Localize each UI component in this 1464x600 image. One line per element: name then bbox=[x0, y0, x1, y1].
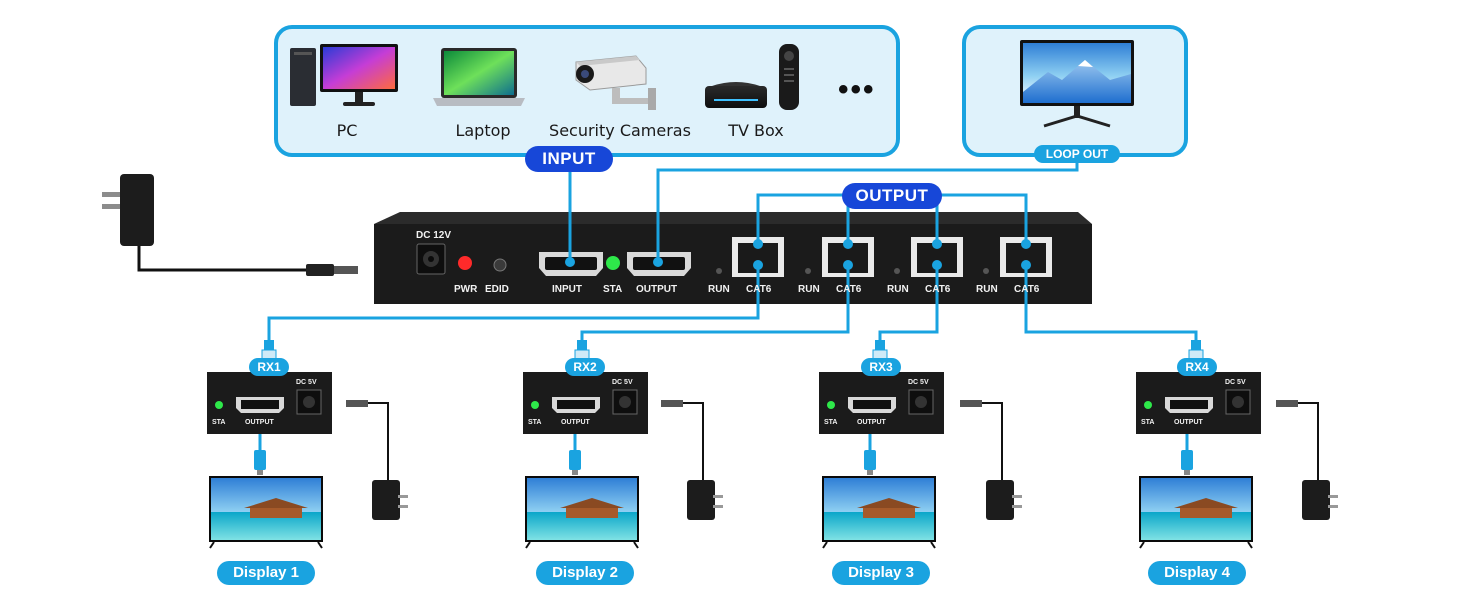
rx-dc-label: DC 5V bbox=[908, 379, 929, 386]
receiver-device bbox=[523, 372, 648, 434]
cat6-label: CAT6 bbox=[925, 284, 951, 295]
display-3-badge: Display 3 bbox=[832, 561, 930, 585]
run-label: RUN bbox=[976, 284, 998, 295]
run-label: RUN bbox=[798, 284, 820, 295]
dc-adapter-icon bbox=[346, 400, 408, 520]
rx-sta-label: STA bbox=[824, 419, 838, 426]
power-adapter-icon bbox=[102, 174, 358, 276]
cat6-label: CAT6 bbox=[1014, 284, 1040, 295]
rx2-badge: RX2 bbox=[565, 358, 605, 376]
hdmi-input-label: INPUT bbox=[552, 284, 582, 295]
rj45-plug-icon bbox=[261, 340, 1204, 361]
rx-sta-label: STA bbox=[212, 419, 226, 426]
dc-adapter-icon bbox=[960, 400, 1022, 520]
rx1-badge: RX1 bbox=[249, 358, 289, 376]
display-2-badge: Display 2 bbox=[536, 561, 634, 585]
source-label-laptop: Laptop bbox=[455, 121, 511, 140]
source-label-pc: PC bbox=[336, 121, 358, 140]
laptop-icon bbox=[433, 48, 525, 106]
loop-out-badge: LOOP OUT bbox=[1034, 145, 1120, 163]
rx-sta-label: STA bbox=[528, 419, 542, 426]
display-tv-icon bbox=[525, 476, 639, 549]
receiver-device bbox=[819, 372, 944, 434]
dc-12v-label: DC 12V bbox=[416, 230, 452, 241]
input-badge: INPUT bbox=[525, 146, 613, 172]
monitor-icon bbox=[1020, 40, 1134, 128]
display-1-badge: Display 1 bbox=[217, 561, 315, 585]
security-camera-icon bbox=[575, 55, 656, 110]
tv-box-icon bbox=[705, 44, 799, 110]
dc-adapter-icon bbox=[661, 400, 723, 520]
rx-output-label: OUTPUT bbox=[245, 419, 274, 426]
display-tv-icon bbox=[1139, 476, 1253, 549]
cat6-label: CAT6 bbox=[746, 284, 772, 295]
source-label-security-cameras: Security Cameras bbox=[549, 121, 691, 140]
rx-dc-label: DC 5V bbox=[296, 379, 317, 386]
rx4-badge: RX4 bbox=[1177, 358, 1217, 376]
run-label: RUN bbox=[887, 284, 909, 295]
rx-dc-label: DC 5V bbox=[1225, 379, 1246, 386]
rx-output-label: OUTPUT bbox=[857, 419, 886, 426]
sta-label: STA bbox=[603, 284, 623, 295]
receiver-device bbox=[207, 372, 332, 434]
hdmi-plug-icon bbox=[254, 450, 1193, 475]
hdmi-output-label: OUTPUT bbox=[636, 284, 678, 295]
display-4-badge: Display 4 bbox=[1148, 561, 1246, 585]
edid-label: EDID bbox=[485, 284, 509, 295]
receiver-device bbox=[1136, 372, 1261, 434]
pwr-label: PWR bbox=[454, 284, 478, 295]
cat6-label: CAT6 bbox=[836, 284, 862, 295]
rx-output-label: OUTPUT bbox=[1174, 419, 1203, 426]
pc-icon bbox=[290, 44, 398, 106]
dc-adapter-icon bbox=[1276, 400, 1338, 520]
output-badge: OUTPUT bbox=[842, 183, 942, 209]
rx3-badge: RX3 bbox=[861, 358, 901, 376]
run-label: RUN bbox=[708, 284, 730, 295]
display-tv-icon bbox=[209, 476, 323, 549]
rx-dc-label: DC 5V bbox=[612, 379, 633, 386]
rx-output-label: OUTPUT bbox=[561, 419, 590, 426]
display-tv-icon bbox=[822, 476, 936, 549]
more-sources-ellipsis: ••• bbox=[838, 73, 876, 106]
rx-sta-label: STA bbox=[1141, 419, 1155, 426]
source-label-tv-box: TV Box bbox=[728, 121, 784, 140]
